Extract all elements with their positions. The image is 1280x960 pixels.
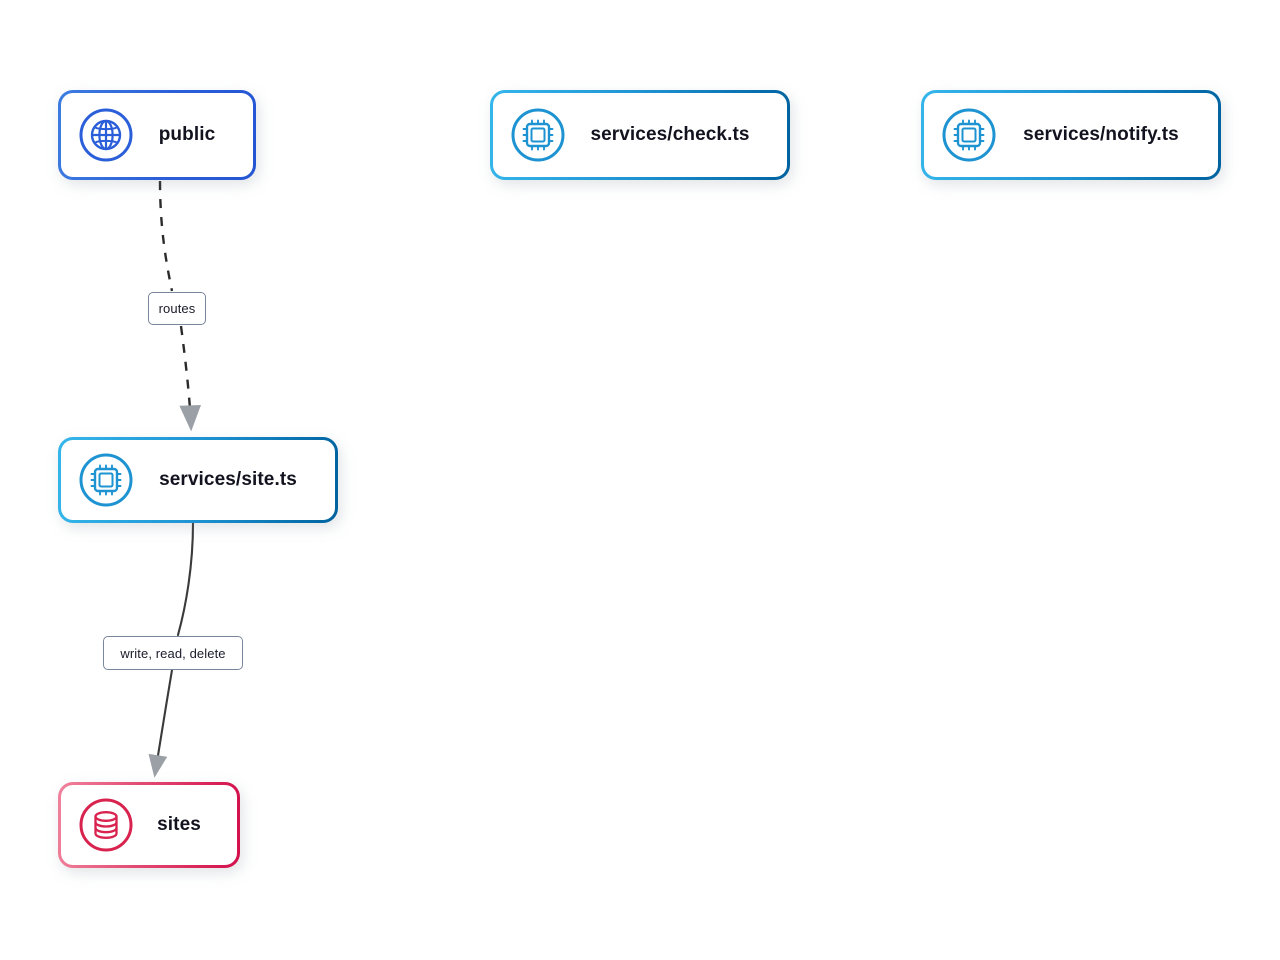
edge-public-to-site-upper	[158, 180, 174, 292]
node-services-site-label: services/site.ts	[159, 469, 297, 490]
node-services-site[interactable]: services/site.ts	[58, 437, 338, 523]
chip-icon	[938, 104, 1000, 166]
node-services-notify-label: services/notify.ts	[1023, 124, 1179, 145]
database-icon	[75, 794, 137, 856]
edge-site-to-sites-lower	[148, 668, 174, 778]
node-public-label: public	[158, 124, 216, 145]
node-sites-label: sites	[157, 814, 201, 835]
node-services-check-label: services/check.ts	[590, 124, 750, 145]
node-sites[interactable]: sites	[58, 782, 240, 868]
globe-icon	[75, 104, 137, 166]
node-public[interactable]: public	[58, 90, 256, 180]
edge-label-routes[interactable]: routes	[148, 292, 206, 325]
edge-public-to-site-lower	[179, 325, 201, 432]
node-services-notify[interactable]: services/notify.ts	[921, 90, 1221, 180]
chip-icon	[75, 449, 137, 511]
chip-icon	[507, 104, 569, 166]
node-services-check[interactable]: services/check.ts	[490, 90, 790, 180]
edge-label-write-read-delete[interactable]: write, read, delete	[103, 636, 243, 670]
edge-site-to-sites-upper	[176, 521, 195, 637]
